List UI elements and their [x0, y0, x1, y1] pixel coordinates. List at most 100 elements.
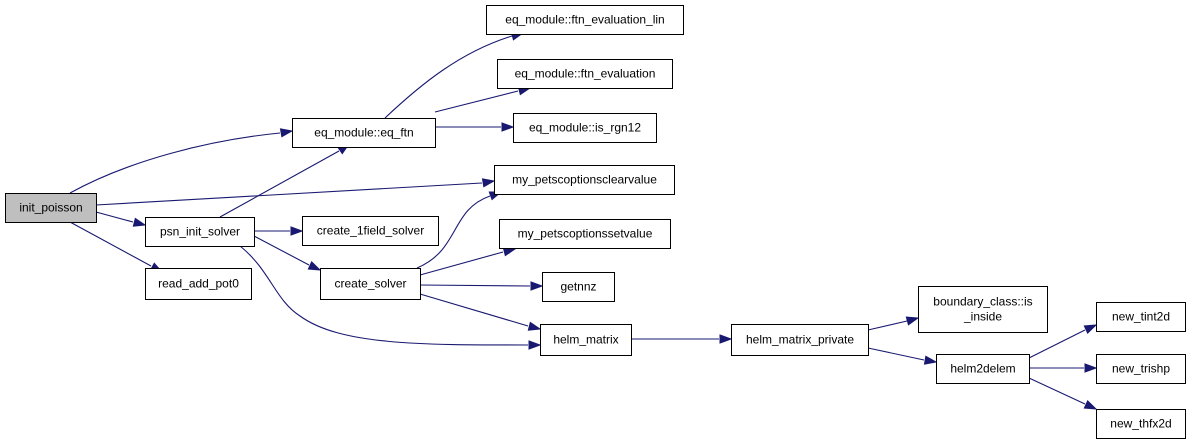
edge-helm2delem-to-new_trishp	[1029, 363, 1098, 373]
node-label: init_poisson	[19, 201, 82, 215]
node-create-1field-solver[interactable]: create_1field_solver	[302, 216, 439, 246]
node-getnnz[interactable]: getnnz	[542, 272, 615, 302]
edge-line	[69, 132, 281, 194]
arrowhead	[481, 178, 496, 188]
node-is-rgn12[interactable]: eq_module::is_rgn12	[513, 113, 657, 143]
node-new-trishp[interactable]: new_trishp	[1096, 354, 1186, 384]
node-clearvalue[interactable]: my_petscoptionsclearvalue	[494, 165, 675, 195]
edge-line	[253, 235, 310, 266]
edge-line	[867, 320, 908, 331]
edge-psn_init_solver-to-eq_ftn	[219, 143, 351, 218]
edge-helm_matrix_private-to-helm2delem	[867, 347, 938, 365]
node-label: _inside	[963, 310, 1002, 324]
edge-line	[95, 182, 483, 206]
node-label: getnnz	[560, 280, 596, 294]
edge-line	[867, 347, 925, 361]
node-box	[540, 324, 632, 356]
node-ftn-evaluation[interactable]: eq_module::ftn_evaluation	[497, 59, 673, 89]
node-box	[292, 118, 436, 148]
arrowhead	[530, 281, 544, 291]
node-label: new_trishp	[1112, 362, 1170, 376]
node-box	[145, 217, 255, 247]
node-label: boundary_class::is	[933, 295, 1032, 309]
edge-line	[384, 35, 513, 119]
node-label: create_solver	[334, 277, 406, 291]
edge-psn_init_solver-to-create_1field_solver	[254, 226, 304, 236]
node-helm2delem[interactable]: helm2delem	[936, 354, 1030, 384]
node-box	[494, 165, 675, 195]
edge-eq_ftn-to-ftn_evaluation	[434, 86, 532, 113]
node-psn-init-solver[interactable]: psn_init_solver	[145, 217, 255, 247]
arrowhead	[1084, 363, 1098, 373]
edge-psn_init_solver-to-create_solver	[253, 235, 322, 271]
edge-create_solver-to-setvalue	[419, 247, 517, 276]
edge-init_poisson-to-clearvalue	[95, 178, 496, 206]
arrowhead	[719, 334, 733, 344]
edge-helm2delem-to-new_tint2d	[1028, 324, 1098, 359]
edge-helm_matrix-to-helm_matrix_private	[631, 334, 733, 344]
node-eq-ftn[interactable]: eq_module::eq_ftn	[292, 118, 436, 148]
edge-init_poisson-to-psn_init_solver	[95, 211, 147, 227]
node-label: eq_module::ftn_evaluation_lin	[505, 13, 664, 27]
node-label: helm2delem	[950, 362, 1015, 376]
arrowhead	[132, 217, 147, 227]
edge-line	[69, 221, 152, 267]
node-read-add-pot0[interactable]: read_add_pot0	[145, 268, 252, 300]
node-helm-matrix-private[interactable]: helm_matrix_private	[731, 324, 869, 356]
arrowhead	[307, 260, 322, 271]
arrowhead	[527, 321, 542, 331]
arrowhead	[905, 316, 920, 326]
edge-line	[95, 211, 134, 223]
node-box	[513, 113, 657, 143]
edge-line	[419, 293, 529, 327]
edge-eq_ftn-to-is_rgn12	[435, 122, 515, 132]
edge-psn_init_solver-to-helm_matrix	[239, 245, 542, 350]
arrowhead	[501, 122, 515, 132]
node-box	[1096, 302, 1186, 332]
nodes-layer: init_poisson psn_init_solver read_add_pot0…	[5, 5, 1186, 439]
node-box	[497, 59, 673, 89]
node-label: new_thfx2d	[1110, 417, 1171, 431]
arrowhead	[528, 340, 542, 350]
node-create-solver[interactable]: create_solver	[320, 268, 421, 300]
node-box	[145, 268, 252, 300]
node-label: helm_matrix	[553, 333, 618, 347]
arrowhead	[279, 128, 294, 138]
edge-line	[419, 284, 531, 287]
node-box	[486, 5, 684, 35]
node-label: new_tint2d	[1112, 310, 1170, 324]
node-box	[1096, 409, 1186, 439]
node-helm-matrix[interactable]: helm_matrix	[540, 324, 632, 356]
edge-helm2delem-to-new_thfx2d	[1028, 377, 1098, 410]
node-is-inside[interactable]: boundary_class::is_inside	[918, 286, 1048, 333]
node-label: eq_module::is_rgn12	[529, 121, 641, 135]
node-label: helm_matrix_private	[746, 333, 854, 347]
node-label: read_add_pot0	[158, 277, 239, 291]
node-box	[1096, 354, 1186, 384]
node-ftn-evaluation-lin[interactable]: eq_module::ftn_evaluation_lin	[486, 5, 684, 35]
edge-line	[416, 195, 491, 269]
node-new-thfx2d[interactable]: new_thfx2d	[1096, 409, 1186, 439]
edge-init_poisson-to-eq_ftn	[69, 128, 294, 194]
node-box	[731, 324, 869, 356]
edge-line	[219, 150, 340, 218]
edge-create_solver-to-getnnz	[419, 281, 544, 291]
node-label: my_petscoptionsclearvalue	[512, 173, 657, 187]
node-label: my_petscoptionssetvalue	[518, 227, 653, 241]
node-new-tint2d[interactable]: new_tint2d	[1096, 302, 1186, 332]
node-box	[320, 268, 421, 300]
node-box	[542, 272, 615, 302]
edge-line	[1028, 329, 1086, 359]
node-box	[499, 219, 671, 249]
node-init-poisson[interactable]: init_poisson	[5, 193, 97, 223]
edge-line	[434, 90, 519, 113]
arrowhead	[290, 226, 304, 236]
node-setvalue[interactable]: my_petscoptionssetvalue	[499, 219, 671, 249]
node-box	[5, 193, 97, 223]
node-box	[302, 216, 439, 246]
arrowhead	[923, 355, 938, 365]
edge-line	[419, 251, 504, 276]
node-label: eq_module::eq_ftn	[314, 126, 413, 140]
node-box	[918, 286, 1048, 333]
